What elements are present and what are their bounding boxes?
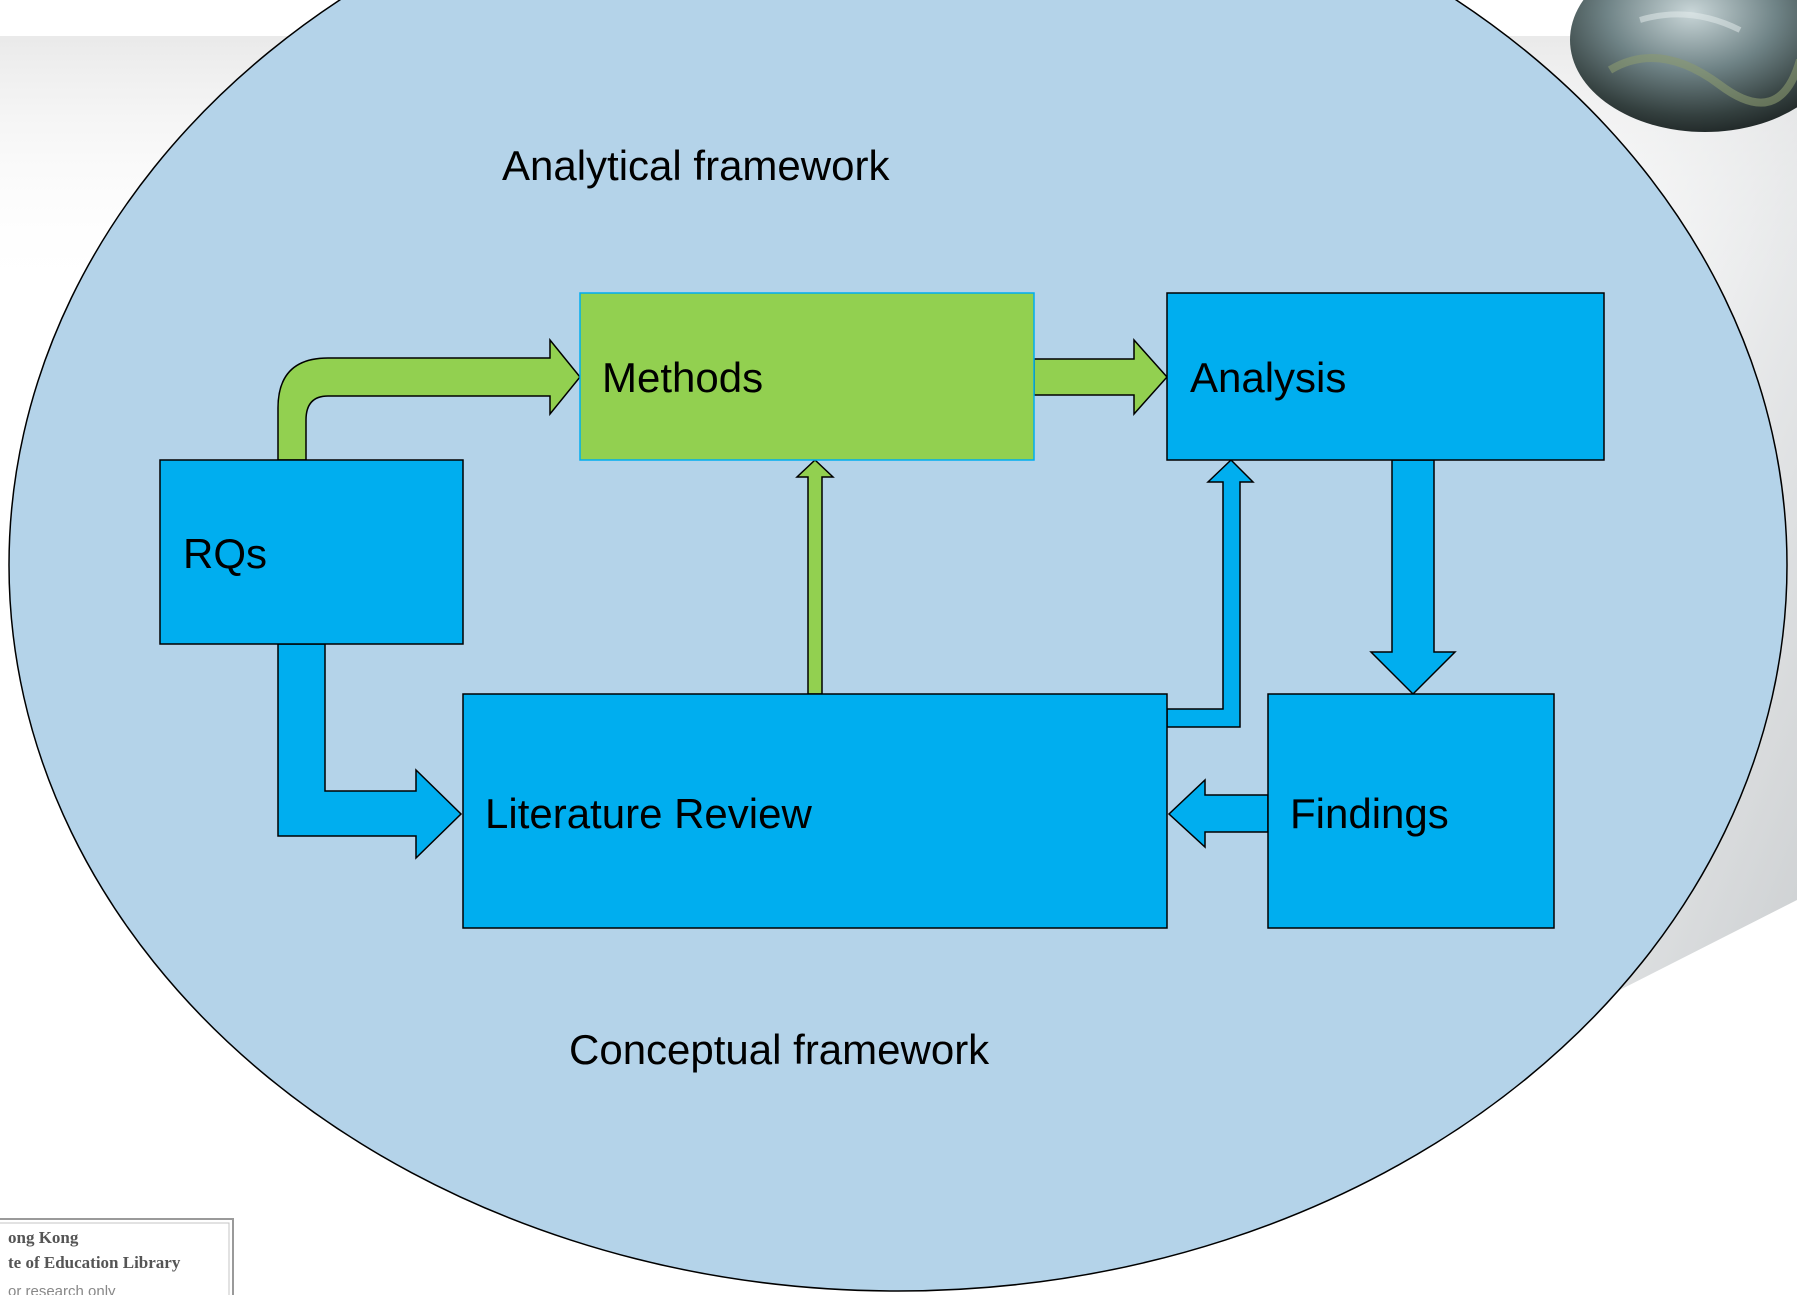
conceptual-framework-label: Conceptual framework bbox=[569, 1026, 990, 1073]
globe-icon bbox=[1570, 0, 1797, 132]
rqs-box bbox=[159, 459, 464, 645]
arrow-rqs-to-literature bbox=[277, 643, 463, 860]
analytical-framework-label: Analytical framework bbox=[502, 142, 890, 189]
findings-label: Findings bbox=[1290, 790, 1449, 837]
stamp-line-3: or research only bbox=[8, 1283, 116, 1295]
analysis-label: Analysis bbox=[1190, 354, 1346, 401]
methods-box bbox=[579, 292, 1035, 461]
findings-box bbox=[1267, 693, 1555, 929]
arrow-literature-to-analysis bbox=[1166, 458, 1255, 728]
arrow-findings-to-literature bbox=[1167, 778, 1269, 849]
arrow-rqs-to-methods bbox=[277, 337, 581, 461]
framework-ellipse bbox=[8, 0, 1788, 1292]
methods-label: Methods bbox=[602, 354, 763, 401]
literature-review-label: Literature Review bbox=[485, 790, 812, 837]
stamp-line-1: ong Kong bbox=[8, 1228, 79, 1247]
rqs-label: RQs bbox=[183, 530, 267, 577]
analysis-box bbox=[1166, 292, 1605, 461]
library-stamp: ong Kong te of Education Library or rese… bbox=[0, 1218, 234, 1295]
arrow-methods-to-analysis bbox=[1033, 338, 1169, 416]
literature-review-box bbox=[462, 693, 1168, 929]
stamp-line-2: te of Education Library bbox=[8, 1253, 181, 1272]
arrow-literature-to-methods bbox=[795, 458, 835, 695]
arrow-analysis-to-findings bbox=[1369, 459, 1457, 696]
